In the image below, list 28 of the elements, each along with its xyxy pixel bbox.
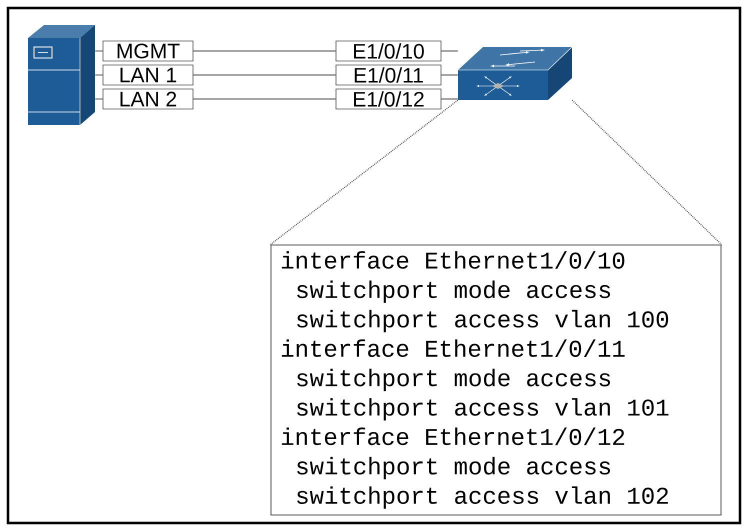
label-box: LAN 2	[102, 88, 194, 110]
connector-line	[572, 100, 722, 245]
label-box: MGMT	[102, 40, 194, 62]
label-box: E1/0/11	[336, 64, 442, 86]
code-line: switchport mode access	[297, 456, 610, 480]
connector-line	[440, 98, 458, 100]
code-line: switchport mode access	[297, 368, 610, 392]
connector-line	[270, 100, 458, 245]
switch-drawing	[458, 46, 572, 100]
connector-line	[192, 98, 336, 100]
code-line: switchport mode access	[297, 280, 610, 303]
code-line: switchport access vlan 102	[297, 486, 668, 509]
label-box: E1/0/12	[336, 88, 442, 110]
connector-line	[192, 74, 336, 76]
code-line: interface Ethernet1/0/10	[282, 251, 624, 269]
code-line: switchport access vlan 101	[297, 398, 668, 420]
connector-line	[94, 74, 104, 76]
label-box: LAN 1	[102, 64, 194, 86]
server-drawing	[28, 25, 95, 126]
connector-line	[94, 98, 104, 100]
code-line: interface Ethernet1/0/11	[282, 339, 625, 357]
connector-line	[192, 50, 336, 52]
connector-line	[94, 50, 104, 52]
code-line: switchport access vlan 100	[297, 310, 668, 332]
connector-line	[440, 74, 458, 76]
label-box: E1/0/10	[336, 40, 442, 62]
connector-line	[440, 50, 458, 52]
code-line: interface Ethernet1/0/12	[282, 428, 624, 446]
